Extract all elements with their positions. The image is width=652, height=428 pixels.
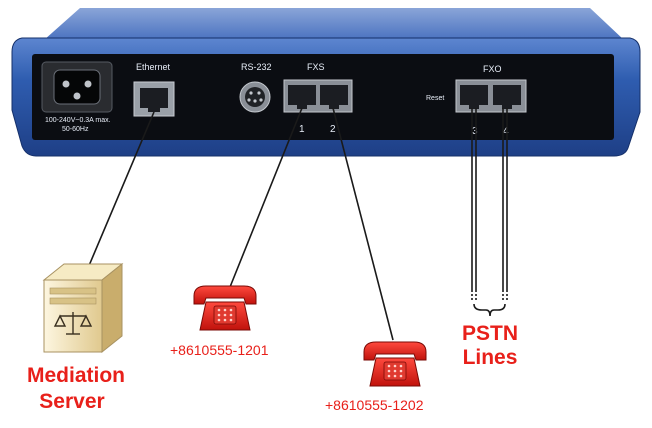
fxs-ports: [283, 79, 353, 113]
ethernet-cable: [87, 111, 155, 269]
phone-number-1: +8610555-1201: [170, 342, 269, 358]
fxs-label: FXS: [307, 62, 325, 72]
pstn-line-3: [471, 108, 477, 302]
ethernet-label: Ethernet: [136, 62, 171, 72]
telephone-icon: [363, 341, 427, 387]
mediation-server-label-line2: Server: [39, 390, 104, 413]
mediation-server-icon: [42, 262, 124, 354]
gateway-device: 100-240V~0.3A max. 50-60Hz Ethernet RS-2…: [11, 8, 641, 157]
port-number-2: 2: [330, 124, 336, 135]
fxs-port1-cable: [227, 107, 303, 293]
rs232-label: RS-232: [241, 62, 272, 72]
power-socket: [41, 61, 113, 113]
telephone-icon: [193, 285, 257, 331]
power-frequency-label: 50-60Hz: [62, 126, 89, 133]
power-rating-label: 100-240V~0.3A max.: [45, 117, 111, 124]
cables: [87, 107, 508, 341]
mediation-server-label-line1: Mediation: [27, 364, 125, 387]
ethernet-port: [133, 81, 175, 117]
pstn-label-line2: Lines: [463, 346, 518, 369]
pstn-line-4: [502, 108, 508, 302]
fxo-label: FXO: [483, 64, 502, 74]
pstn-label-line1: PSTN: [462, 322, 518, 345]
reset-label: Reset: [426, 95, 444, 102]
fxo-ports: [455, 79, 527, 113]
device-top: [44, 8, 624, 40]
phone-number-2: +8610555-1202: [325, 397, 424, 413]
port-number-4: 4: [503, 126, 509, 137]
fxs-port2-cable: [332, 107, 394, 341]
pstn-brace: [473, 303, 506, 317]
port-number-3: 3: [472, 126, 478, 137]
port-number-1: 1: [299, 124, 305, 135]
rs232-port: [239, 81, 271, 113]
